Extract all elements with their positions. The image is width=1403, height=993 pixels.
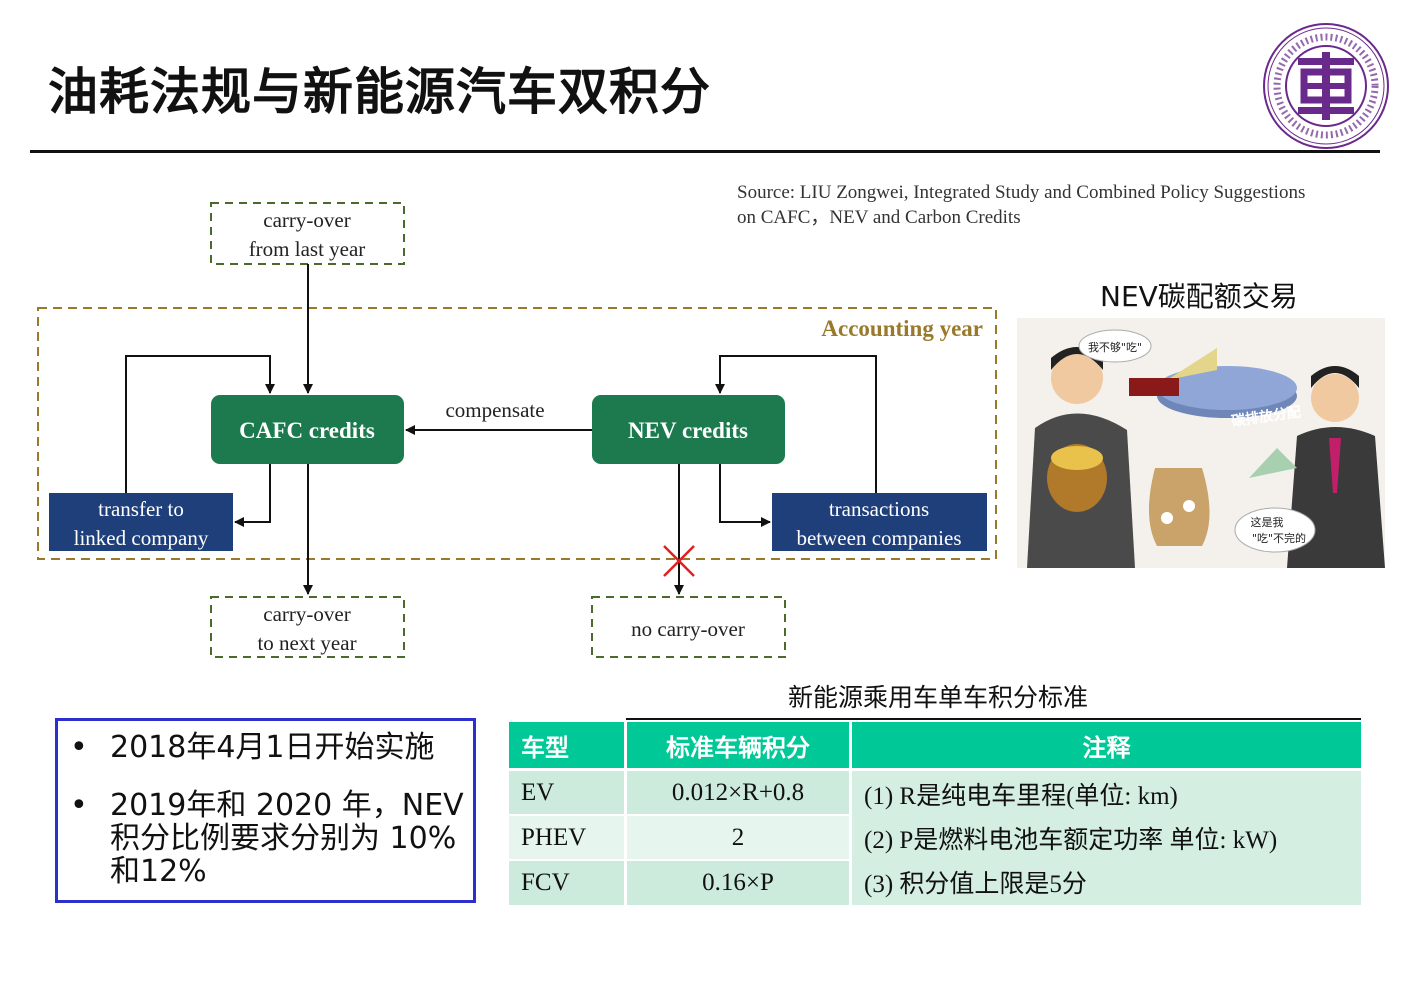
university-logo <box>1263 23 1389 149</box>
compensate-label: compensate <box>445 398 544 422</box>
carry-over-last-line-1: carry-over <box>263 208 350 232</box>
transfer-line-2: linked company <box>74 526 209 550</box>
arrow-transfer-in <box>125 355 275 493</box>
carry-over-next-line-2: to next year <box>257 631 356 655</box>
source-line-2: on CAFC，NEV and Carbon Credits <box>737 207 1021 228</box>
table-row-type: PHEV <box>509 816 624 859</box>
transactions-box <box>772 493 987 551</box>
note-3: (3) 积分值上限是5分 <box>864 871 1087 898</box>
bubble-left-text: 我不够"吃" <box>1088 341 1142 354</box>
source-citation: Source: LIU Zongwei, Integrated Study an… <box>737 180 1377 230</box>
note-2: (2) P是燃料电池车额定功率 单位: kW) <box>864 827 1278 854</box>
nev-trade-title: NEV碳配额交易 <box>1100 280 1298 313</box>
header-notes: 注释 <box>852 722 1361 768</box>
arrow-transactions-out <box>719 464 771 527</box>
carry-over-next-line-1: carry-over <box>263 602 350 626</box>
carry-over-last-line-2: from last year <box>249 237 366 261</box>
table-title: 新能源乘用车单车积分标准 <box>788 683 1089 712</box>
arrow-transactions-in <box>715 355 877 493</box>
accounting-year-region <box>37 307 997 560</box>
no-carry-over-label: no carry-over <box>631 617 745 641</box>
bullet-text: 2018年4月1日开始实施 <box>110 730 435 765</box>
table-row-score: 0.012×R+0.8 <box>627 771 849 814</box>
nev-credit-table: 车型 标准车辆积分 注释 EV 0.012×R+0.8 PHEV 2 FCV 0… <box>509 719 1361 905</box>
title-underline <box>30 150 1380 153</box>
table-row-type: FCV <box>509 861 624 905</box>
carry-over-next-box <box>210 596 405 658</box>
notes-cell <box>852 771 1361 905</box>
table-top-rule <box>626 718 1361 720</box>
bubble-right-line-1: 这是我 <box>1251 515 1284 529</box>
bubble-right-line-2: "吃"不完的 <box>1252 531 1306 545</box>
transfer-linked-company-box <box>49 493 233 551</box>
header-type: 车型 <box>509 722 624 768</box>
transfer-line-1: transfer to <box>98 497 184 521</box>
note-1: (1) R是纯电车里程(单位: km) <box>864 783 1178 810</box>
header-score: 标准车辆积分 <box>627 722 849 768</box>
table-row-score: 2 <box>627 816 849 859</box>
arrow-transfer-out <box>234 464 271 527</box>
nev-credits-box <box>592 395 785 464</box>
table-row-score: 0.16×P <box>627 861 849 905</box>
cafc-credits-label: CAFC credits <box>239 418 375 443</box>
no-carry-over-box <box>591 596 786 658</box>
transactions-line-2: between companies <box>796 526 961 550</box>
bullet-item: • 2019年和 2020 年，NEV积分比例要求分别为 10%和12% <box>70 789 470 888</box>
cafc-credits-box <box>211 395 404 464</box>
nev-credits-label: NEV credits <box>628 418 748 443</box>
bullet-item: • 2018年4月1日开始实施 <box>70 731 435 764</box>
transactions-line-1: transactions <box>829 497 929 521</box>
accounting-year-label: Accounting year <box>821 316 983 341</box>
blocked-cross-icon <box>663 545 695 577</box>
bullet-text: 2019年和 2020 年，NEV积分比例要求分别为 10%和12% <box>110 788 464 889</box>
key-dates-box: • 2018年4月1日开始实施 • 2019年和 2020 年，NEV积分比例要… <box>55 718 476 903</box>
credits-flow-diagram: Accounting year carry-over from last yea… <box>37 202 997 658</box>
source-line-1: Source: LIU Zongwei, Integrated Study an… <box>737 182 1306 203</box>
page-title: 油耗法规与新能源汽车双积分 <box>48 63 711 121</box>
bullet-dot-icon: • <box>70 730 88 765</box>
bullet-dot-icon: • <box>70 788 88 823</box>
carbon-quota-cartoon: 碳排放分配 我不够"吃" 这是我 "吃"不完的 <box>1017 318 1385 568</box>
table-row-type: EV <box>509 771 624 814</box>
